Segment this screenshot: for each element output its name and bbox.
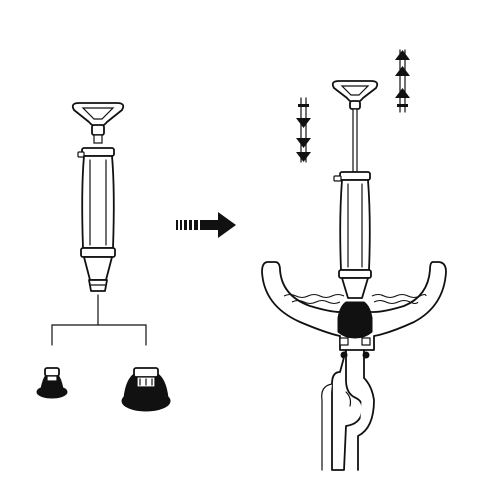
double-down-arrow-icon: [296, 97, 311, 163]
pump-handle-icon: [71, 102, 125, 144]
interchangeable-large-cup-head: [121, 367, 171, 412]
tool-panel: [36, 102, 171, 412]
pump-nozzle: [83, 256, 113, 281]
pump-cap: [81, 147, 115, 157]
drain-pipe: [321, 349, 375, 471]
sink-basin: [261, 261, 447, 351]
hand-pump-plunger: [71, 102, 125, 292]
step-right-arrow-icon: [176, 212, 236, 238]
pump-handle-icon: [331, 80, 379, 110]
attachment-bracket: [51, 294, 147, 346]
water: [283, 293, 427, 305]
double-up-arrow-icon: [395, 49, 410, 113]
pump-barrel: [81, 155, 115, 249]
hand-pump-plunger-in-use: [331, 80, 379, 359]
usage-panel: [261, 49, 447, 471]
interchangeable-small-cup-head: [36, 367, 68, 399]
pump-ring: [80, 247, 116, 258]
